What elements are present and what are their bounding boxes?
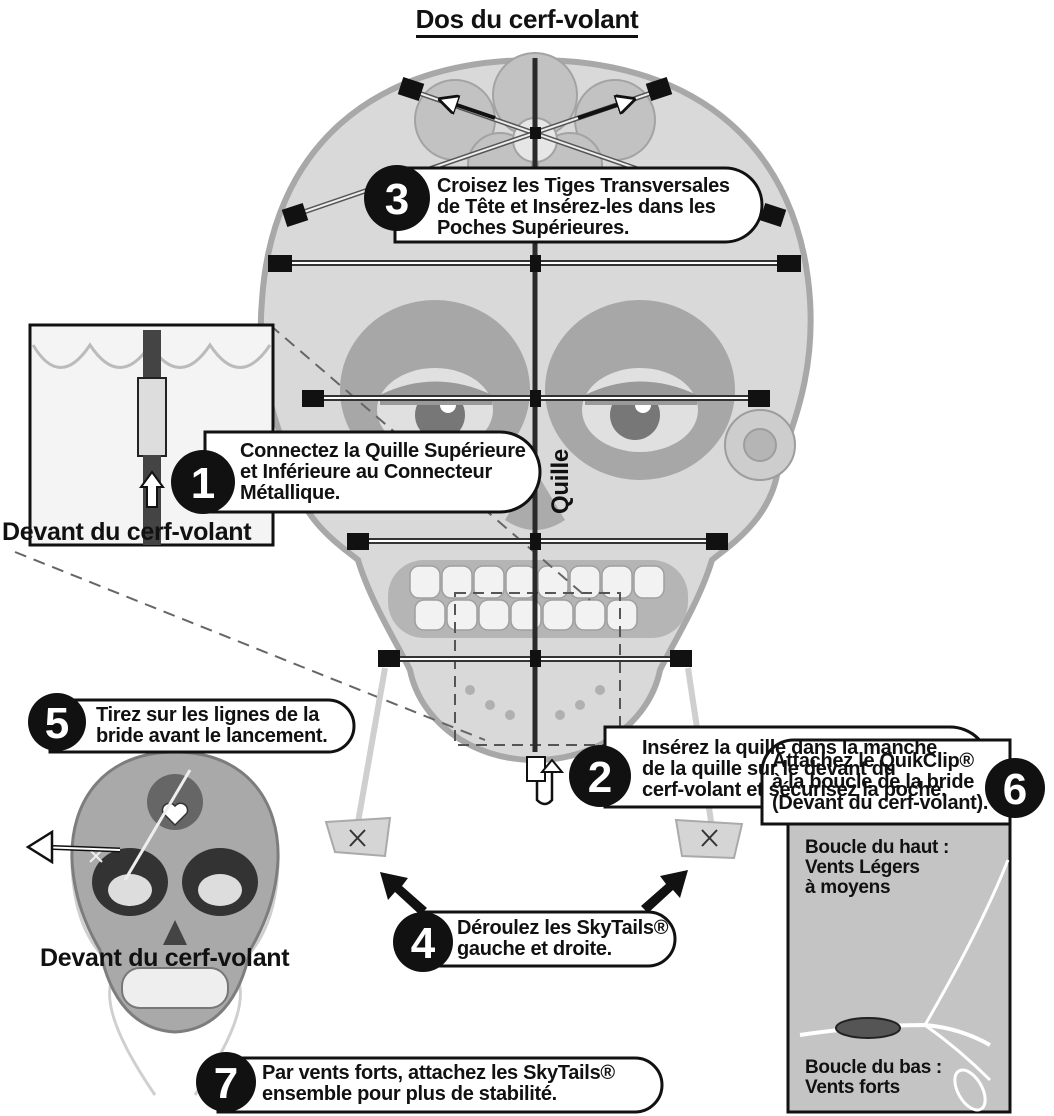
front-label-small-skull: Devant du cerf-volant — [40, 945, 289, 971]
skull-kite-front — [72, 752, 278, 1095]
step-6-text: Attachez le QuikClip® à la boucle de la … — [772, 751, 988, 814]
badge-2: 2 — [588, 753, 612, 802]
unroll-arrows — [380, 870, 688, 915]
badge-5: 5 — [45, 699, 69, 748]
skytail-ends — [326, 818, 742, 858]
step-5-text: Tirez sur les lignes de la bride avant l… — [96, 705, 327, 747]
badge-7: 7 — [214, 1059, 238, 1108]
bridle-top-loop-text: Boucle du haut : Vents Légers à moyens — [805, 838, 949, 898]
badge-6: 6 — [1003, 765, 1027, 814]
step-1-text: Connectez la Quille Supérieure et Inféri… — [240, 441, 526, 504]
bridle-bottom-loop-text: Boucle du bas : Vents forts — [805, 1058, 942, 1098]
badge-3: 3 — [385, 175, 409, 224]
front-label-inset: Devant du cerf-volant — [2, 519, 251, 545]
page-title: Dos du cerf-volant — [0, 6, 1054, 33]
flower-right — [725, 410, 795, 480]
step-4-text: Déroulez les SkyTails® gauche et droite. — [457, 918, 668, 960]
badge-1: 1 — [191, 459, 215, 508]
badge-4: 4 — [411, 919, 436, 968]
keel-end-clip — [527, 757, 562, 804]
step-7-text: Par vents forts, attachez les SkyTails® … — [262, 1063, 615, 1105]
keel-label: Quille — [548, 449, 573, 514]
step-3-text: Croisez les Tiges Transversales de Tête … — [437, 176, 730, 239]
